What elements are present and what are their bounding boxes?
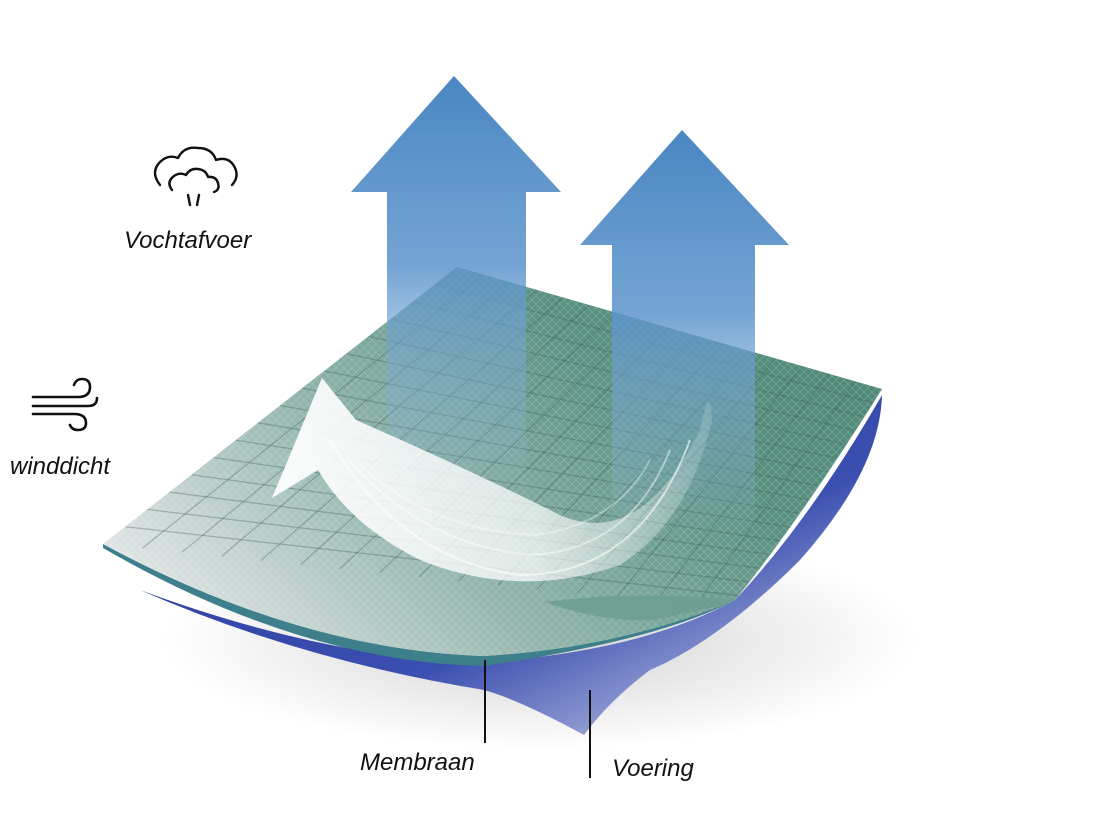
lining-label: Voering (612, 755, 694, 782)
moisture-arrow-left (351, 76, 561, 500)
wind-icon (31, 377, 99, 432)
peeled-corner (545, 595, 735, 621)
steam-cloud-icon (153, 146, 238, 207)
membrane-edge (103, 544, 735, 666)
lining-layer (140, 395, 882, 735)
moisture-arrow-right (580, 130, 789, 540)
moisture-wicking-label: Vochtafvoer (124, 227, 252, 254)
wind-deflection-arrow (272, 378, 712, 582)
windproof-label: winddicht (10, 453, 111, 480)
membrane-label: Membraan (360, 749, 475, 776)
